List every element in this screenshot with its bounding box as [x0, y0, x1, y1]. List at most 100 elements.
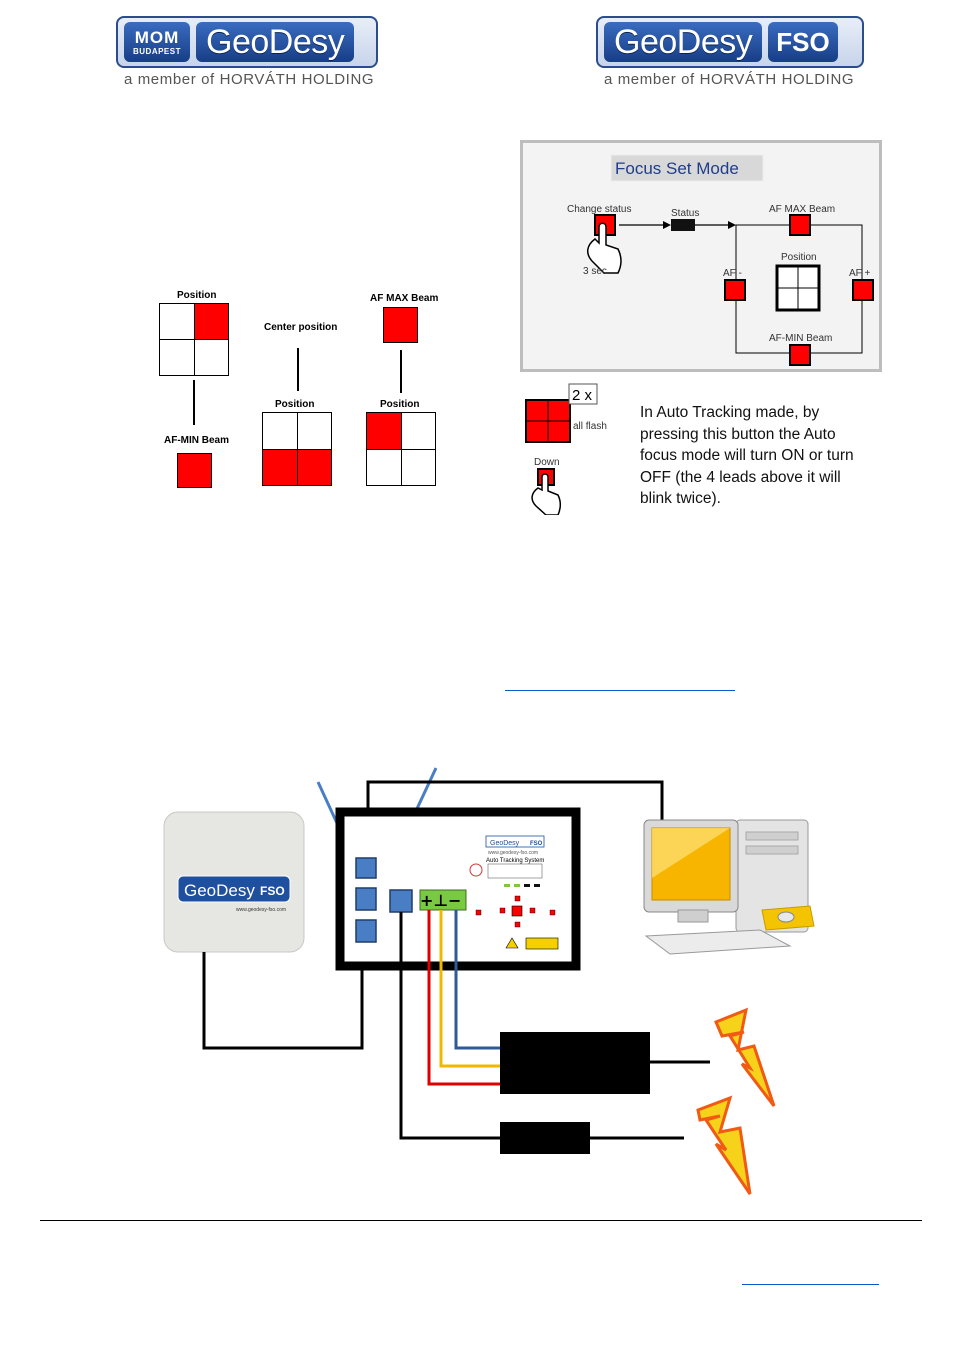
board-led: [499, 907, 506, 914]
board-led: [475, 909, 482, 916]
fso-unit-badge: [177, 875, 291, 903]
board-logo: [485, 835, 545, 848]
board-indicator: [504, 884, 510, 887]
computer-icon: [643, 819, 815, 955]
board-led: [511, 905, 523, 917]
af-minus-led: [724, 279, 746, 301]
board-led: [514, 895, 521, 902]
power-terminal: [419, 889, 467, 911]
mom-badge-bottom: BUDAPEST: [132, 46, 181, 56]
count-callout: [568, 383, 598, 405]
terminal-symbols: +⊥−: [420, 891, 461, 910]
wiring-diagram: GeoDesy FSO www.geodesy-fso.com +⊥− GeoD…: [163, 767, 815, 1195]
board-url: www.geodesy-fso.com: [488, 850, 538, 856]
connector-port: [355, 919, 377, 943]
geodesy-logo-left: MOM BUDAPEST GeoDesy: [116, 16, 378, 68]
connector-port: [389, 889, 413, 913]
panel-title: Focus Set Mode: [615, 159, 739, 178]
change-status-label: Change status: [567, 204, 632, 215]
footer-divider: [40, 1220, 922, 1221]
monitor-stand: [677, 909, 709, 923]
tagline-left: a member of HORVÁTH HOLDING: [124, 71, 375, 88]
board-title: Auto Tracking System: [486, 858, 544, 864]
laser-warning-icon: [505, 937, 519, 949]
status-label: Status: [671, 208, 699, 219]
center-position-label: Center position: [264, 322, 338, 333]
af-max-label: AF MAX Beam: [370, 293, 439, 304]
wire-yellow: [439, 910, 500, 1068]
focus-set-mode-drawing: Focus Set Mode Change status 3 sec Statu…: [567, 154, 874, 366]
board-logo-tag: FSO: [530, 841, 543, 847]
connector-line: [297, 348, 299, 391]
board-display: [487, 863, 543, 879]
footer-link-underline[interactable]: [742, 1284, 879, 1285]
power-supply: [500, 1032, 650, 1094]
focus-set-mode-panel: Focus Set Mode Change status 3 sec Statu…: [520, 140, 882, 372]
mouse: [777, 911, 795, 923]
lightning-icon: [714, 1007, 776, 1107]
hyperlink-underline[interactable]: [505, 690, 735, 691]
status-indicator: [671, 219, 695, 231]
title-bg: [610, 154, 764, 182]
blink-count: 2 x: [572, 387, 593, 404]
af-max-led: [789, 214, 811, 236]
screen-glare: [652, 828, 730, 878]
af-minus-label: AF -: [723, 268, 742, 279]
keyboard: [644, 929, 792, 955]
board-led: [529, 907, 536, 914]
af-min-label: AF-MIN Beam: [164, 435, 230, 446]
connector-line: [400, 350, 402, 393]
auto-tracking-note: In Auto Tracking made, by pressing this …: [640, 404, 854, 507]
board-status-icon: [469, 863, 483, 877]
fso-cable: [202, 942, 364, 1050]
position-grid-top-left: [366, 412, 436, 486]
mom-badge: MOM BUDAPEST: [124, 22, 190, 62]
position-grid-bottom: [262, 412, 332, 486]
logo-word: GeoDesy: [196, 22, 355, 62]
af-max-label: AF MAX Beam: [769, 204, 835, 215]
board-indicator: [534, 884, 540, 887]
fso-unit-badge-tag: FSO: [260, 884, 285, 898]
hand-press-icon: [531, 473, 561, 515]
pc-drive: [745, 831, 799, 841]
adapter-cable: [399, 912, 500, 1140]
mom-badge-top: MOM: [134, 27, 180, 47]
logo-word: GeoDesy: [604, 22, 763, 62]
arrow-head: [728, 221, 736, 229]
af-max-led: [383, 307, 418, 343]
board-indicator: [524, 884, 530, 887]
board-led: [549, 909, 556, 916]
position-label: Position: [781, 252, 817, 263]
fso-badge: FSO: [768, 22, 838, 62]
board-indicator: [514, 884, 520, 887]
all-flash-label: all flash: [573, 421, 607, 432]
af-min-led: [177, 453, 212, 488]
fso-unit-badge-word: GeoDesy: [184, 881, 255, 900]
position-label: Position: [177, 290, 217, 301]
laser-warning-label: [525, 937, 559, 950]
auto-tracking-diagram: 2 x all flash Down: [525, 383, 607, 515]
pc-drive: [745, 845, 799, 855]
hand-press-icon: [587, 222, 622, 274]
down-label: Down: [534, 457, 560, 468]
arrow-head: [663, 221, 671, 229]
fso-unit-url: www.geodesy-fso.com: [236, 907, 286, 913]
position-label: Position: [380, 399, 420, 410]
board-led: [514, 921, 521, 928]
lightning-icon: [696, 1095, 752, 1195]
position-grid-top-right: [159, 303, 229, 376]
af-min-label: AF-MIN Beam: [769, 333, 832, 344]
geodesy-fso-logo-right: GeoDesy FSO: [596, 16, 864, 68]
position-label: Position: [275, 399, 315, 410]
power-adapter: [500, 1122, 590, 1154]
wire-red: [427, 910, 500, 1086]
wire-blue: [454, 910, 500, 1050]
connector-line: [193, 380, 195, 425]
connector-port: [355, 857, 377, 879]
board-logo-word: GeoDesy: [490, 840, 520, 847]
af-plus-label: AF +: [849, 268, 871, 279]
connector-port: [355, 887, 377, 911]
af-plus-led: [852, 279, 874, 301]
hold-time-label: 3 sec: [583, 266, 607, 277]
tagline-right: a member of HORVÁTH HOLDING: [604, 71, 855, 88]
